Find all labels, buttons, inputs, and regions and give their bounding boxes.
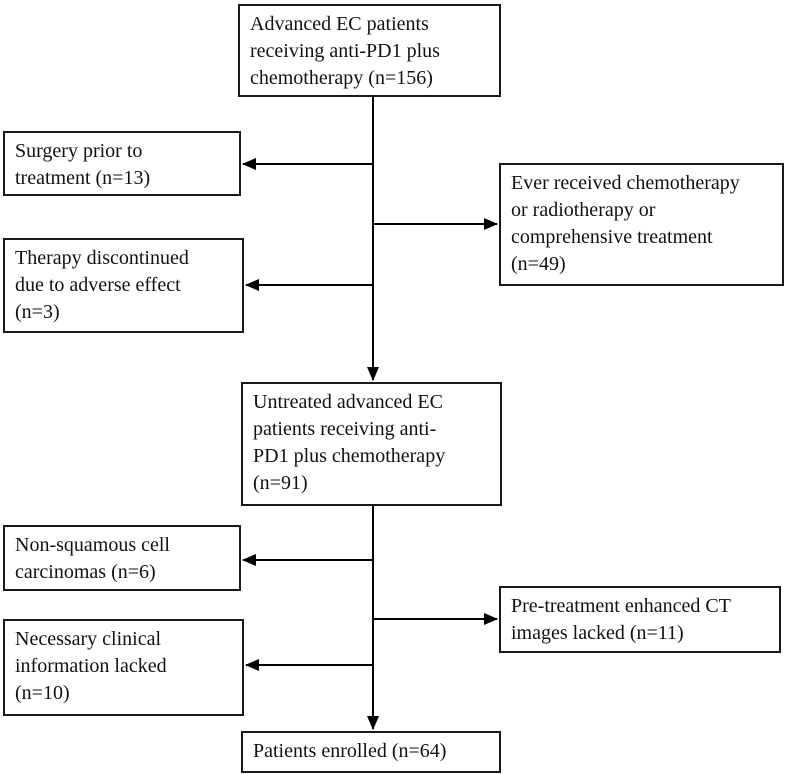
node-initial-cohort: Advanced EC patients receiving anti-PD1 …	[238, 4, 501, 97]
node-patients-enrolled: Patients enrolled (n=64)	[241, 731, 501, 773]
node-excluded-non-squamous: Non-squamous cell carcinomas (n=6)	[3, 525, 241, 591]
node-excluded-clinical-info: Necessary clinical information lacked (n…	[3, 619, 244, 716]
node-excluded-adverse-effect: Therapy discontinued due to adverse effe…	[3, 238, 244, 333]
node-excluded-ct-images: Pre-treatment enhanced CT images lacked …	[499, 586, 781, 653]
node-untreated-cohort: Untreated advanced EC patients receiving…	[241, 382, 502, 506]
node-excluded-surgery: Surgery prior to treatment (n=13)	[3, 131, 241, 196]
node-excluded-prior-treatment: Ever received chemotherapy or radiothera…	[499, 163, 784, 286]
